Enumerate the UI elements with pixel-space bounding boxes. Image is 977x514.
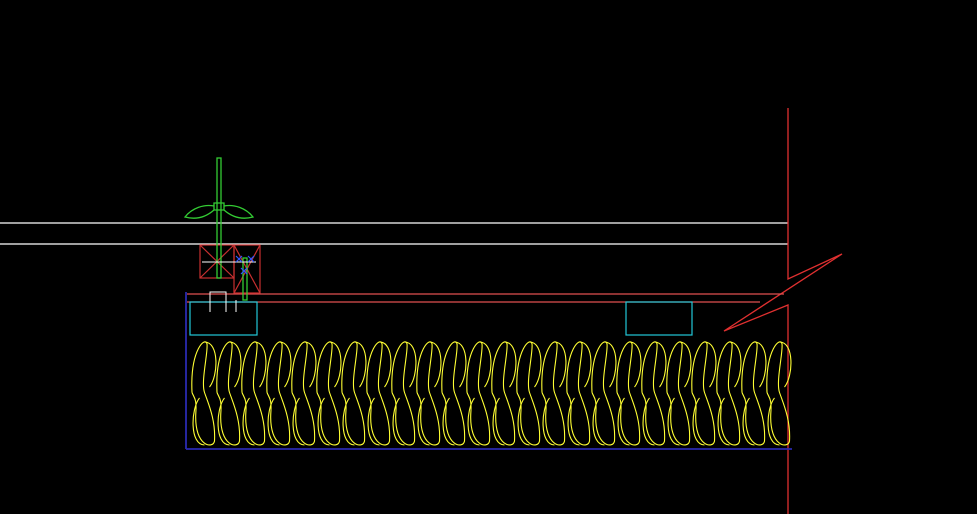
insulation-lobe (741, 341, 766, 446)
insulation-curl (767, 341, 792, 446)
insulation-lobe (616, 341, 641, 446)
insulation-curl (467, 341, 492, 446)
insulation-lobe (391, 341, 416, 446)
insulation-lobe (466, 341, 491, 446)
insulation-lobe (366, 341, 391, 446)
insulation-frame (185, 292, 792, 450)
insulation-curl (542, 341, 567, 446)
marker-3b (240, 267, 248, 275)
batt-insulation (191, 341, 792, 446)
insulation-lobe (716, 341, 741, 446)
insulation-lobe (766, 341, 791, 446)
insulation-curl (267, 341, 292, 446)
insulation-curl (717, 341, 742, 446)
markers (235, 255, 255, 275)
insulation-curl (442, 341, 467, 446)
insulation-curl (292, 341, 317, 446)
bolt-second-shaft (242, 257, 248, 301)
marker-1b (235, 255, 243, 263)
wall-line (723, 108, 843, 514)
insulation-lobe (316, 341, 341, 446)
insulation-lobe (291, 341, 316, 446)
washer-boxes (199, 244, 261, 294)
bolt-assembly (183, 157, 256, 301)
insulation-lobe (666, 341, 691, 446)
insulation-curl (317, 341, 342, 446)
insulation-lobe (591, 341, 616, 446)
insulation-curl (417, 341, 442, 446)
panel-lines (0, 222, 788, 245)
insulation-curl (342, 341, 367, 446)
insulation-lobe (266, 341, 291, 446)
bracket-shape (209, 291, 227, 312)
wall-break-line (723, 108, 843, 514)
insulation-lobe (441, 341, 466, 446)
insulation-curl (392, 341, 417, 446)
insulation-curl (667, 341, 692, 446)
insulation-lobe (216, 341, 241, 446)
insulation-lobe (491, 341, 516, 446)
insulation-curl (642, 341, 667, 446)
insulation-lobe (541, 341, 566, 446)
wing-nut (183, 202, 255, 219)
insulation-curl (217, 341, 242, 446)
insulation-lobe (191, 341, 216, 446)
insulation-lobe (566, 341, 591, 446)
insulation-curl (192, 341, 217, 446)
insulation-curl (592, 341, 617, 446)
insulation-lobe (416, 341, 441, 446)
plate-lines (187, 293, 784, 303)
insulation-curl (517, 341, 542, 446)
bolt-shaft (216, 157, 222, 279)
insulation-curl (367, 341, 392, 446)
insulation-curl (492, 341, 517, 446)
insulation-lobe (241, 341, 266, 446)
insulation-lobe (341, 341, 366, 446)
bracket (209, 291, 237, 312)
spacer-blocks (189, 301, 693, 336)
insulation-curl (242, 341, 267, 446)
marker-2b (247, 255, 255, 263)
insulation-lobe (641, 341, 666, 446)
insulation-lobe (516, 341, 541, 446)
insulation-lobe (691, 341, 716, 446)
insulation-curl (742, 341, 767, 446)
insulation-curl (617, 341, 642, 446)
spacer-block-left (189, 301, 258, 336)
insulation-curl (567, 341, 592, 446)
insulation-curl (692, 341, 717, 446)
spacer-block-right (625, 301, 693, 336)
